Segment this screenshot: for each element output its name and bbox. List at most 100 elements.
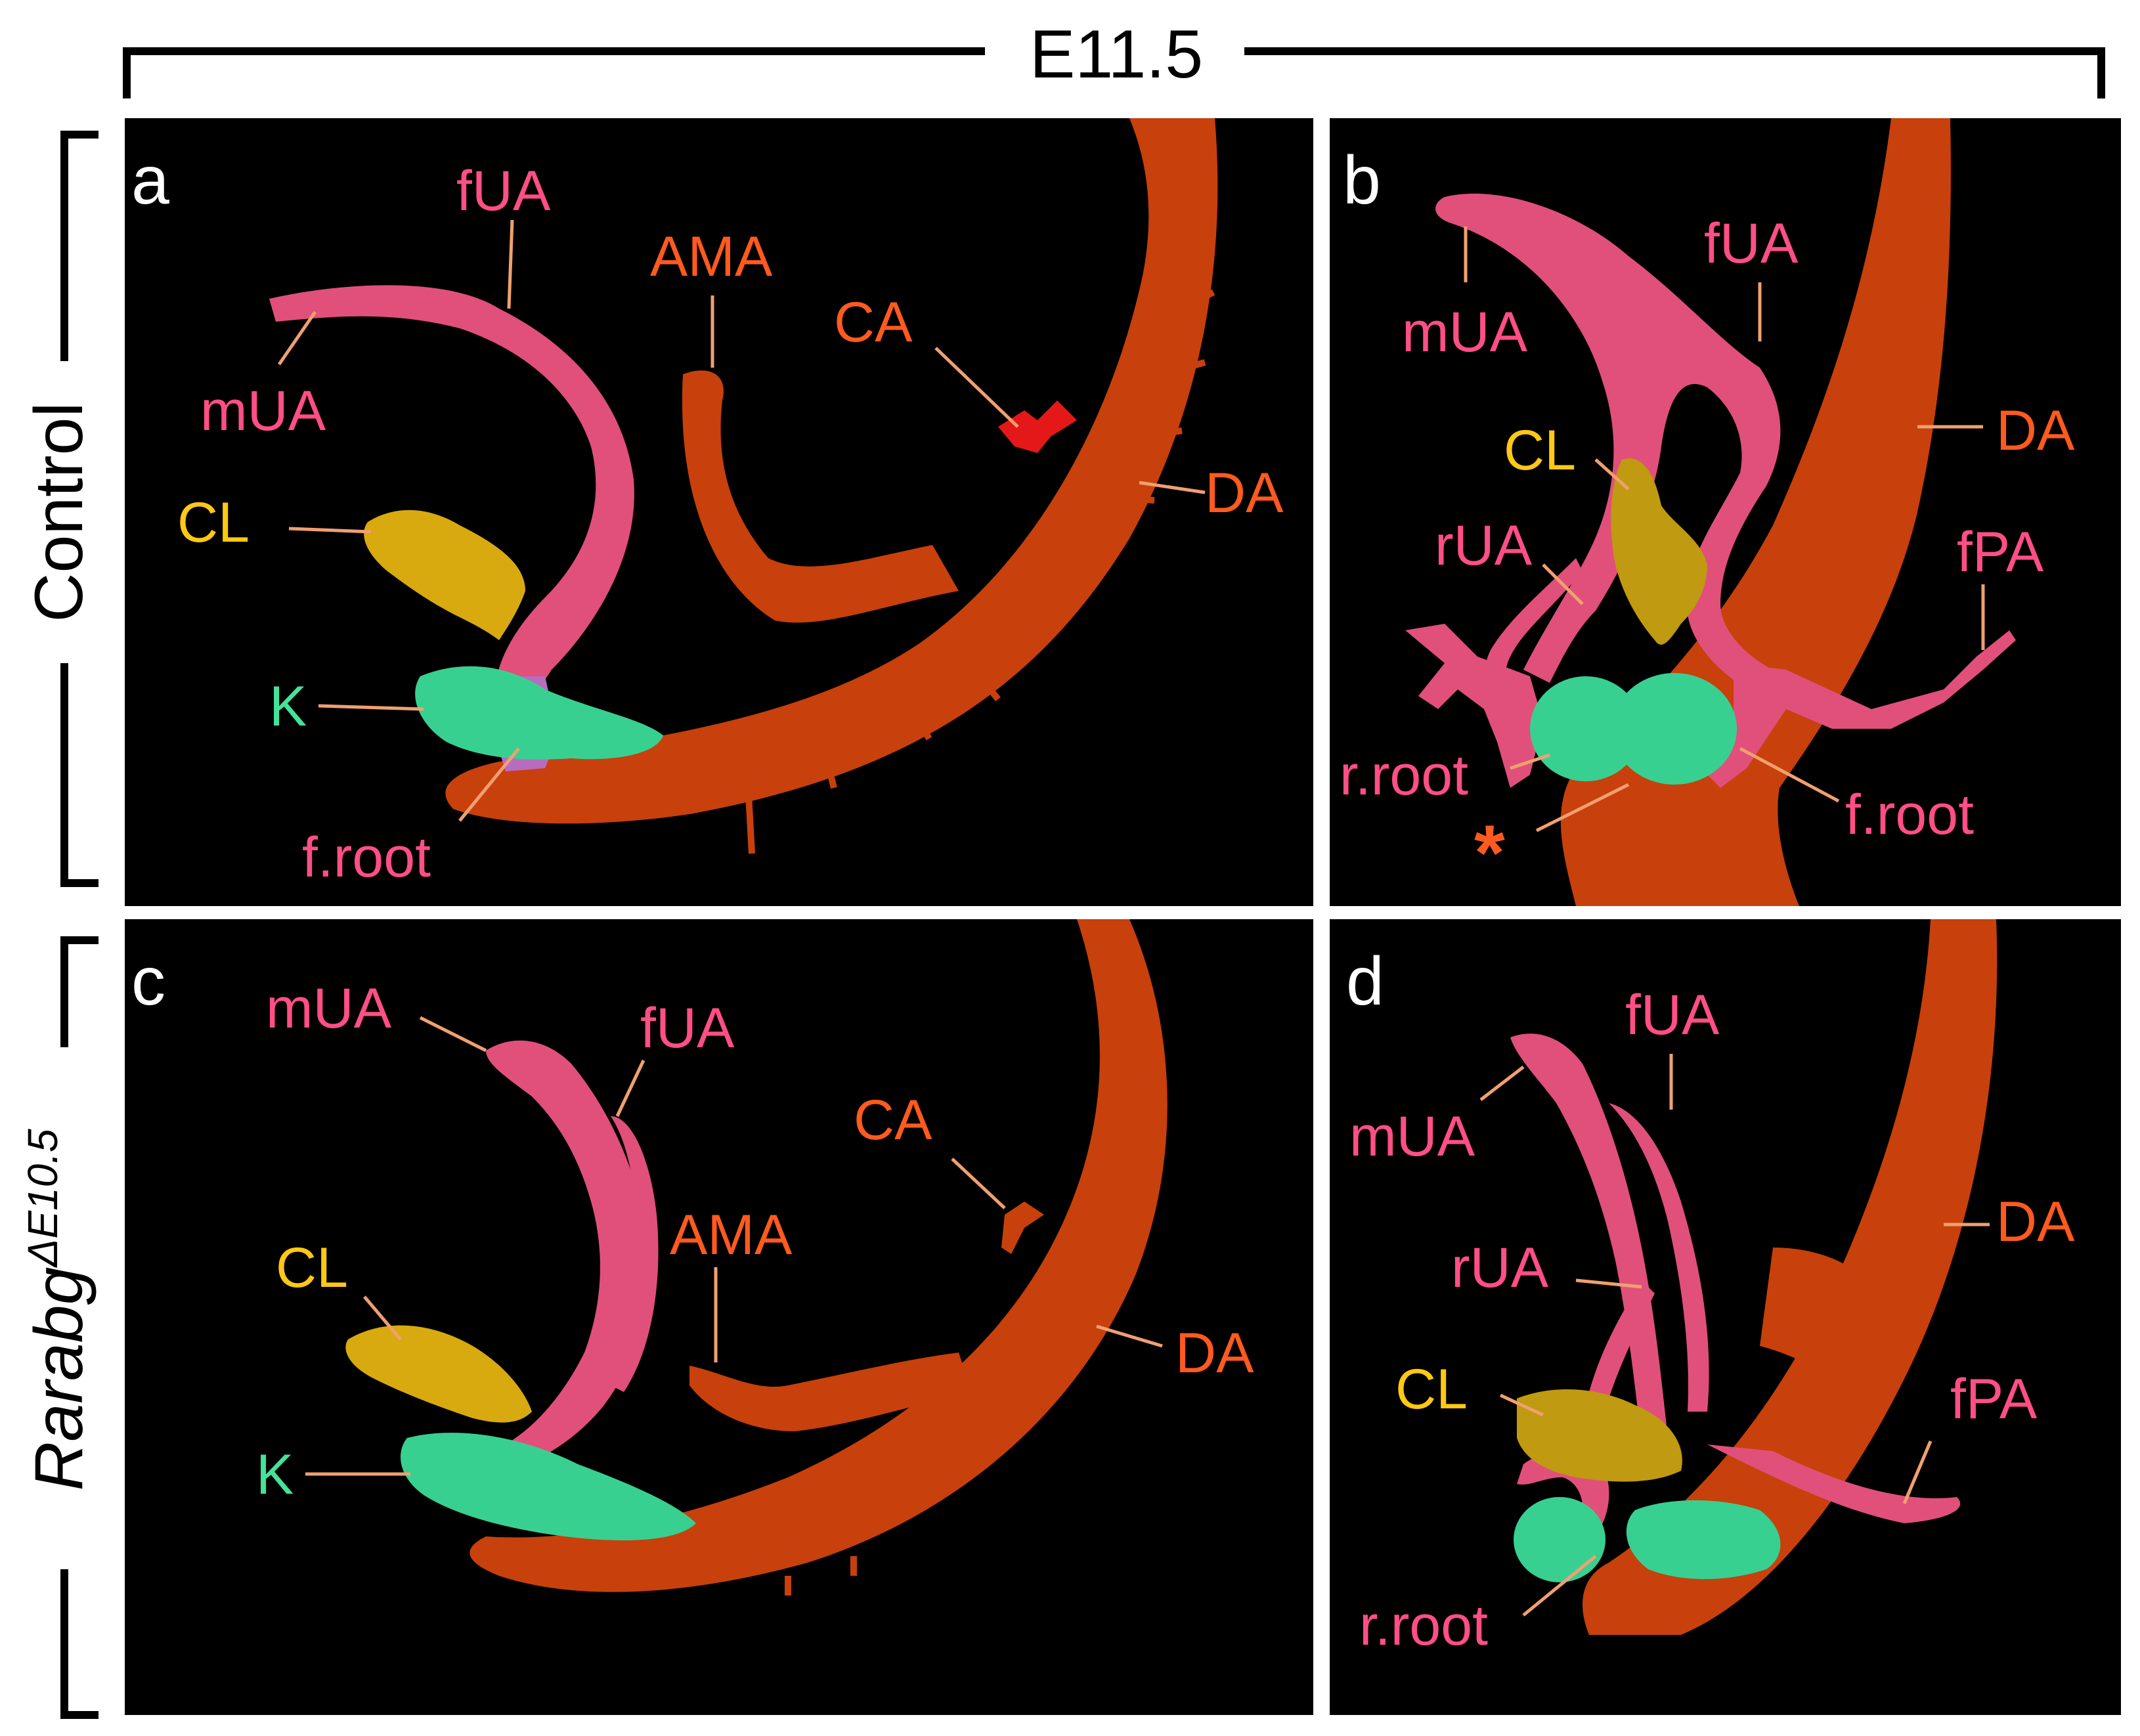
row-label-mutant-main: Rarabg	[21, 1267, 97, 1491]
panel-a-dorsal-aorta	[445, 118, 1218, 824]
panel-a-ca-leader	[934, 347, 1019, 428]
panel-d-fpa-label: fPA	[1950, 1368, 2038, 1431]
panel-c-kidney	[401, 1433, 696, 1540]
panel-d-rroot-label: r.root	[1359, 1594, 1488, 1657]
panel-a-froot-leader	[458, 747, 520, 822]
panel-c-mua-leader	[419, 1016, 487, 1052]
panel-d-aorta-shoulder	[1760, 1248, 1871, 1379]
panel-b-fua-label: fUA	[1704, 212, 1799, 275]
panel-a-aorta-spines	[745, 289, 1215, 854]
panel-a-k-label: K	[269, 675, 307, 738]
panel-a-mua-label: mUA	[200, 380, 326, 443]
panel-b-fpa-label: fPA	[1957, 521, 2044, 584]
panel-b-ruA	[1484, 558, 1583, 735]
panel-c-ca	[1001, 1202, 1044, 1254]
panel-c-cl-label: CL	[276, 1236, 348, 1299]
panel-b-cloaca	[1611, 458, 1707, 645]
panel-c-da-label: DA	[1175, 1322, 1254, 1385]
panel-c-aorta-spines	[785, 1556, 857, 1595]
panel-b-rua-label: rUA	[1435, 514, 1533, 577]
panel-d-da-label: DA	[1996, 1190, 2075, 1253]
panel-c-mua-label: mUA	[266, 977, 392, 1040]
panel-a-kidney	[415, 666, 663, 760]
panel-a-cl-label: CL	[177, 491, 250, 554]
panel-d-umbilical-fua	[1609, 1103, 1709, 1412]
panel-d-fpa	[1707, 1444, 1961, 1523]
panel-a-ca	[998, 401, 1077, 453]
panel-a-k-leader	[318, 704, 424, 711]
panel-b-froot-leader	[1739, 747, 1840, 803]
panel-c-fua-leader	[615, 1059, 645, 1118]
panel-c-dorsal-aorta	[469, 919, 1168, 1592]
panel-c-letter: c	[131, 944, 165, 1020]
panel-b-mua-label: mUA	[1402, 301, 1528, 364]
panel-b-rroot-label: r.root	[1340, 744, 1468, 807]
panel-d-mua-label: mUA	[1349, 1105, 1475, 1168]
panel-b: b mUA fUA DA CL rUA fPA r.root f.root *	[1340, 118, 2075, 906]
panel-d-kidney-left	[1514, 1497, 1605, 1582]
panel-c: c mUA fUA CA AMA CL DA K	[131, 919, 1254, 1595]
panel-b-rroot-leader	[1510, 753, 1550, 770]
panel-c-ama-label: AMA	[670, 1204, 793, 1267]
panel-c-ca-label: CA	[854, 1089, 932, 1152]
panel-b-asterisk-label: *	[1474, 809, 1505, 897]
header-title: E11.5	[1030, 16, 1203, 93]
panel-d-mua-leader	[1479, 1066, 1525, 1101]
panel-b-r-root	[1405, 624, 1543, 788]
panel-a-cloaca	[364, 510, 525, 640]
panel-a: a fUA AMA CA mUA CL DA K f.root	[131, 118, 1284, 889]
row-label-mutant-sup: ΔE10.5	[19, 1129, 66, 1269]
panel-a-fua-leader	[507, 219, 514, 309]
panel-b-cl-leader	[1594, 458, 1630, 490]
panel-d-fpa-leader	[1902, 1441, 1933, 1504]
row-label-control: Control	[21, 402, 97, 622]
panel-b-kidney-right	[1612, 673, 1737, 785]
panel-a-ama	[682, 370, 959, 623]
panel-d-fua-label: fUA	[1625, 984, 1720, 1047]
panel-b-kidney-left	[1530, 676, 1642, 781]
panel-c-ca-leader	[951, 1158, 1006, 1209]
panel-c-fua-label: fUA	[640, 997, 735, 1060]
panel-b-f-root	[1707, 630, 2016, 788]
panel-b-letter: b	[1343, 142, 1381, 219]
panel-d-rua-label: rUA	[1451, 1236, 1549, 1299]
panel-d-dorsal-aorta	[1583, 919, 1998, 1635]
panel-b-asterisk-leader	[1535, 783, 1630, 833]
panel-a-da-label: DA	[1205, 462, 1284, 525]
panel-d-rua	[1589, 1280, 1655, 1399]
panel-c-cl-leader	[363, 1295, 402, 1341]
panel-d-rroot-leader	[1522, 1555, 1597, 1617]
panel-d-cl-label: CL	[1395, 1358, 1468, 1421]
panel-d-umbilical-main	[1510, 1033, 1668, 1444]
panel-a-da-leader	[1139, 481, 1206, 494]
panel-d-cloaca	[1517, 1389, 1682, 1482]
row-bracket-mutant	[60, 936, 98, 1719]
panel-c-ama	[689, 1353, 972, 1431]
panel-c-cloaca	[345, 1325, 532, 1423]
panel-d: d fUA mUA DA rUA CL fPA r.root	[1346, 919, 2075, 1657]
panel-a-fua-label: fUA	[456, 160, 551, 223]
panel-d-letter: d	[1346, 944, 1384, 1020]
panel-a-cl-leader	[288, 527, 372, 534]
panel-a-letter: a	[131, 142, 169, 219]
panel-b-cl-label: CL	[1504, 419, 1576, 482]
panel-d-cl-leader	[1499, 1393, 1544, 1417]
panel-c-da-leader	[1096, 1324, 1163, 1348]
panel-d-rua-leader	[1575, 1278, 1642, 1289]
panel-b-rua-leader	[1542, 563, 1584, 605]
panel-a-ca-label: CA	[834, 291, 913, 354]
panel-c-k-label: K	[256, 1443, 294, 1506]
header-bracket	[123, 47, 2105, 98]
panel-b-da-label: DA	[1996, 399, 2075, 462]
row-label-mutant: RarabgΔE10.5	[19, 1129, 97, 1491]
panel-a-umbilical	[269, 285, 634, 710]
panel-c-fua	[611, 1116, 659, 1392]
panel-d-kidney-right	[1626, 1500, 1781, 1579]
panel-c-umbilical	[486, 1040, 649, 1471]
panel-a-mua-leader	[277, 311, 317, 366]
row-bracket-control	[60, 131, 98, 887]
panel-b-froot-label: f.root	[1845, 783, 1974, 846]
panel-a-froot-label: f.root	[302, 826, 431, 889]
panel-a-ama-label: AMA	[650, 225, 773, 288]
